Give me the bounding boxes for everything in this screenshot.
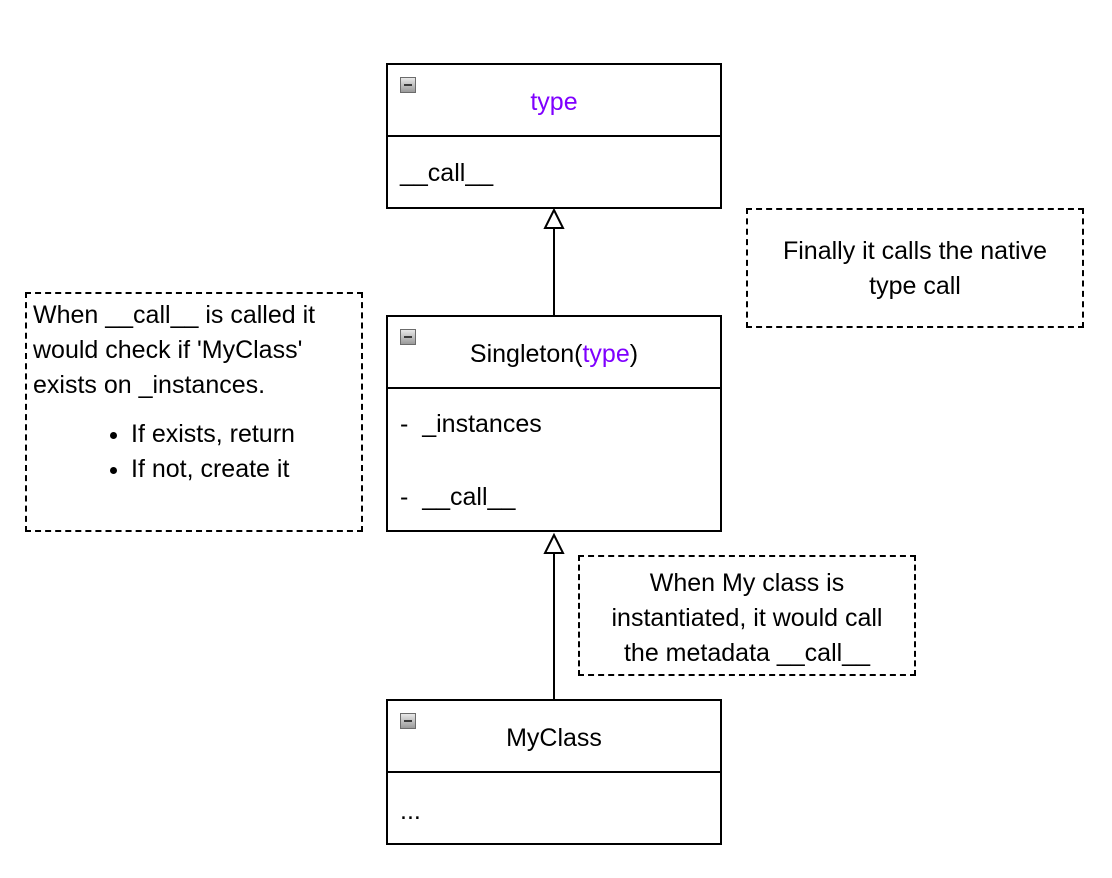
class-type-header: type — [388, 65, 720, 137]
class-singleton-name-keyword: type — [582, 340, 630, 368]
class-singleton-name: Singleton(type) — [388, 339, 720, 369]
note-line: exists on _instances. — [33, 371, 266, 399]
note-line: When __call__ is called it — [33, 301, 316, 329]
minus-icon[interactable] — [400, 713, 416, 729]
singleton-to-type-arrowhead — [543, 207, 565, 229]
class-myclass-member: ... — [400, 797, 421, 825]
class-type-name: type — [530, 88, 578, 116]
note-native-call[interactable]: Finally it calls the native type call — [746, 208, 1084, 328]
note-line: Finally it calls the native — [782, 237, 1047, 265]
class-singleton-member: - __call__ — [400, 483, 516, 511]
note-instantiation[interactable]: When My class is instantiated, it would … — [578, 555, 916, 676]
class-myclass-header: MyClass — [388, 701, 720, 773]
myclass-to-singleton-arrowhead — [543, 532, 565, 554]
class-singleton-header: Singleton(type) — [388, 317, 720, 389]
minus-icon[interactable] — [400, 329, 416, 345]
class-singleton-member: - _instances — [400, 410, 542, 438]
note-singleton-logic[interactable]: When __call__ is called it would check i… — [25, 292, 363, 532]
note-bullet: If not, create it — [131, 452, 361, 487]
minus-icon[interactable] — [400, 77, 416, 93]
note-line: would check if 'MyClass' — [33, 336, 303, 364]
class-myclass-name: MyClass — [506, 724, 602, 752]
class-type-member: __call__ — [400, 159, 494, 187]
note-line: instantiated, it would call — [611, 604, 883, 632]
note-line: the metadata __call__ — [623, 639, 870, 667]
note-bullet: If exists, return — [131, 417, 361, 452]
note-line: type call — [869, 272, 961, 300]
class-singleton-name-prefix: Singleton( — [469, 340, 583, 368]
class-singleton[interactable]: Singleton(type) - _instances - __call__ — [386, 315, 722, 532]
class-type[interactable]: type __call__ — [386, 63, 722, 209]
note-line: When My class is — [649, 569, 845, 597]
note-bullet-list: If exists, return If not, create it — [33, 417, 361, 487]
class-singleton-name-suffix: ) — [629, 340, 639, 368]
class-myclass[interactable]: MyClass ... — [386, 699, 722, 845]
